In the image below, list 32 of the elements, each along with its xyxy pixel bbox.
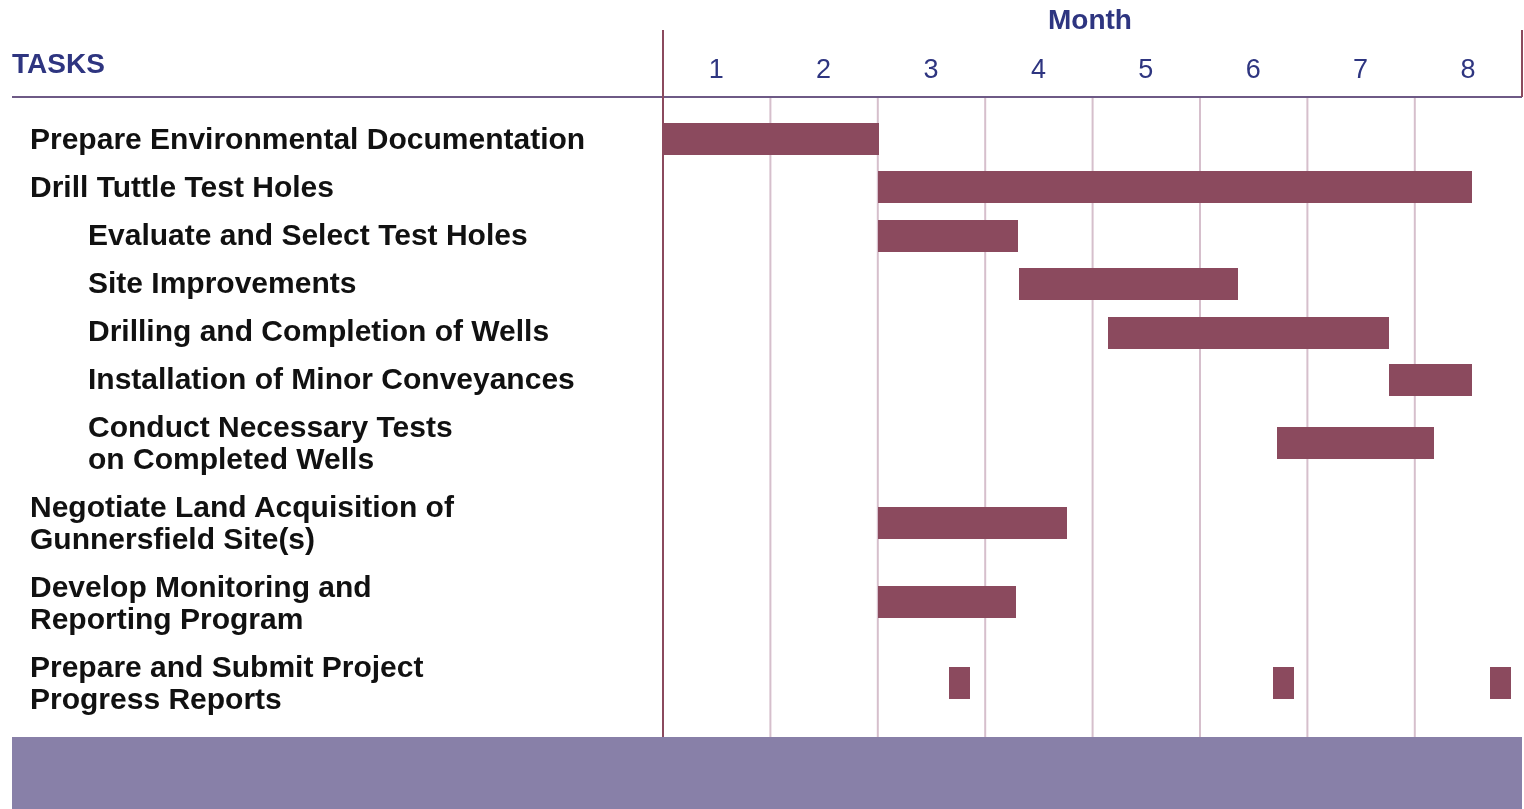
- month-number: 3: [923, 54, 939, 85]
- task-bar: [1108, 317, 1389, 349]
- month-number: 4: [1030, 54, 1046, 85]
- month-number: 6: [1245, 54, 1261, 85]
- task-label: Prepare and Submit Project Progress Reports: [30, 651, 425, 715]
- month-number: 2: [816, 54, 832, 85]
- column-header: TASKS: [12, 48, 105, 80]
- task-label: Conduct Necessary Tests on Completed Wells: [88, 411, 454, 475]
- month-number: 7: [1353, 54, 1369, 85]
- task-bar: [1389, 364, 1472, 396]
- task-bar: [878, 507, 1067, 539]
- task-bar: [878, 586, 1016, 618]
- task-bar: [663, 123, 879, 155]
- task-bar: [1277, 427, 1434, 459]
- task-label: Prepare Environmental Documentation: [30, 123, 586, 155]
- task-bar: [949, 667, 970, 699]
- task-bar: [878, 220, 1018, 252]
- task-bar: [1273, 667, 1294, 699]
- month-number: 5: [1138, 54, 1154, 85]
- month-number: 8: [1460, 54, 1476, 85]
- task-label: Develop Monitoring and Reporting Program: [30, 571, 373, 635]
- task-label: Evaluate and Select Test Holes: [88, 219, 528, 251]
- task-label: Site Improvements: [88, 267, 357, 299]
- axis-title: Month: [1048, 4, 1132, 36]
- task-label: Drilling and Completion of Wells: [88, 315, 550, 347]
- task-label: Drill Tuttle Test Holes: [30, 171, 334, 203]
- month-number: 1: [708, 54, 724, 85]
- task-label: Installation of Minor Conveyances: [88, 363, 575, 395]
- task-bar: [1490, 667, 1511, 699]
- task-bar: [878, 171, 1472, 203]
- task-bar: [1019, 268, 1238, 300]
- task-label: Negotiate Land Acquisition of Gunnersfield Site(s): [30, 491, 455, 555]
